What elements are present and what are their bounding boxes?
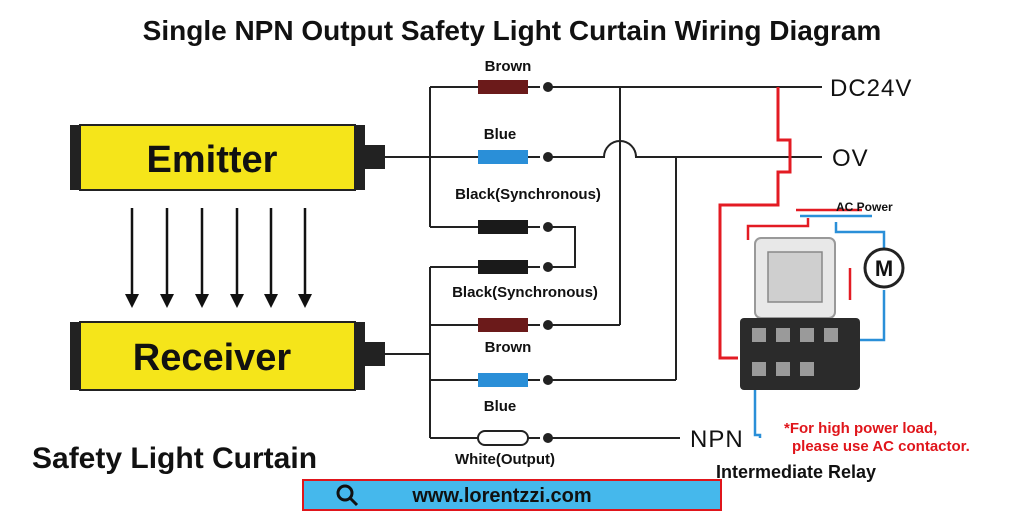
wire-sleeve-brown-receiver xyxy=(478,318,528,332)
receiver-label: Receiver xyxy=(133,337,292,379)
motor-label: M xyxy=(875,256,893,281)
light-beam-arrows xyxy=(125,208,312,308)
note-line-2: please use AC contactor. xyxy=(792,438,970,455)
cable-wiring xyxy=(385,86,822,439)
wire-label-blue-emitter: Blue xyxy=(484,126,517,143)
terminal-dots xyxy=(543,82,553,443)
rail-label-dc24v: DC24V xyxy=(830,75,912,102)
website-url[interactable]: www.lorentzzi.com xyxy=(411,485,591,507)
wire-label-white-output: White(Output) xyxy=(455,451,555,468)
intermediate-relay xyxy=(740,237,860,390)
note-line-1: *For high power load, xyxy=(784,420,937,437)
wire-label-brown-emitter: Brown xyxy=(485,58,532,75)
diagram-title: Single NPN Output Safety Light Curtain W… xyxy=(143,15,882,46)
search-icon xyxy=(336,484,359,507)
wire-sleeve-blue-emitter xyxy=(478,150,528,164)
receiver-unit: Receiver xyxy=(70,321,385,391)
wire-sleeve-white-output xyxy=(477,430,529,446)
rail-label-0v: OV xyxy=(832,145,869,172)
wire-label-black-sync-emitter: Black(Synchronous) xyxy=(455,186,601,203)
website-banner[interactable]: www.lorentzzi.com xyxy=(302,479,722,511)
wire-sleeve-black-receiver xyxy=(478,260,528,274)
intermediate-relay-label: Intermediate Relay xyxy=(716,462,876,482)
ac-power-label: AC Power xyxy=(836,200,893,214)
wire-sleeve-blue-receiver xyxy=(478,373,528,387)
wire-sleeve-brown-emitter xyxy=(478,80,528,94)
emitter-label: Emitter xyxy=(147,139,278,181)
emitter-unit: Emitter xyxy=(70,124,385,191)
motor-icon: M xyxy=(863,247,905,289)
wire-label-blue-receiver: Blue xyxy=(484,398,517,415)
wire-label-black-sync-receiver: Black(Synchronous) xyxy=(452,284,598,301)
npn-label: NPN xyxy=(690,426,744,453)
wire-label-brown-receiver: Brown xyxy=(485,339,532,356)
subtitle: Safety Light Curtain xyxy=(32,442,317,475)
wire-sleeve-black-emitter xyxy=(478,220,528,234)
